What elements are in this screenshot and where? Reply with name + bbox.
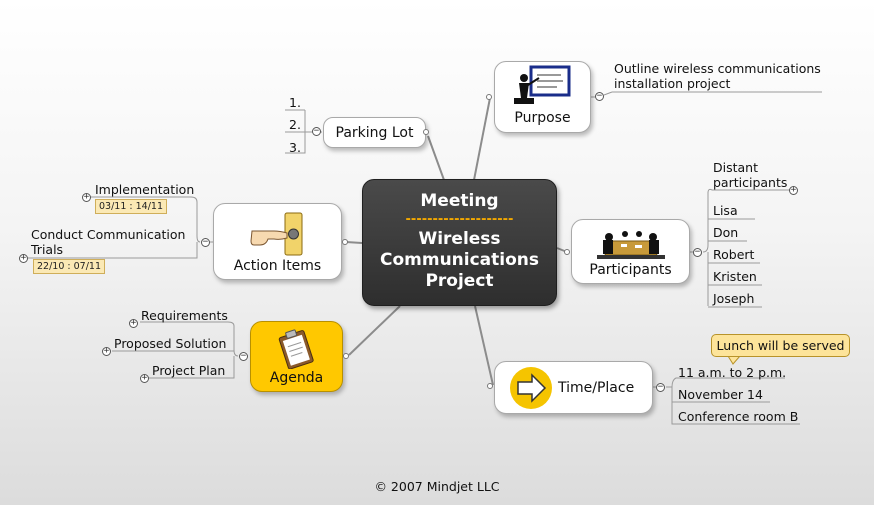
agenda-item-expand-toggle[interactable]: + <box>140 373 149 383</box>
action-item-expand-toggle[interactable]: + <box>19 253 28 263</box>
central-topic[interactable]: Meeting -------------------- Wireless Co… <box>362 179 557 306</box>
purpose-label: Purpose <box>514 110 571 126</box>
time-place-item[interactable]: November 14 <box>678 387 763 402</box>
parking-lot-collapse-toggle[interactable]: − <box>312 126 321 136</box>
task-date-range: 03/11 : 14/11 <box>95 199 167 214</box>
time-place-node[interactable]: Time/Place <box>494 361 653 414</box>
parking-lot-label: Parking Lot <box>335 124 414 141</box>
clipboard-icon <box>278 329 314 369</box>
time-place-label: Time/Place <box>558 379 635 396</box>
participant-item[interactable]: Robert <box>713 247 755 262</box>
agenda-item[interactable]: Proposed Solution <box>114 336 227 351</box>
agenda-item[interactable]: Requirements <box>141 308 228 323</box>
agenda-item-expand-toggle[interactable]: + <box>129 318 138 328</box>
time-place-item[interactable]: Conference room B <box>678 409 799 424</box>
agenda-collapse-toggle[interactable]: − <box>239 351 248 361</box>
parking-lot-item[interactable]: 2. <box>289 117 301 132</box>
arrow-right-icon <box>510 366 552 409</box>
central-title: Meeting <box>420 191 499 211</box>
participant-item[interactable]: Lisa <box>713 203 738 218</box>
action-items-label: Action Items <box>233 258 322 274</box>
central-subtitle: Wireless Communications Project <box>379 229 540 291</box>
time-place-connector-dot <box>487 383 493 389</box>
action-items-collapse-toggle[interactable]: − <box>201 237 210 247</box>
time-place-item[interactable]: 11 a.m. to 2 p.m. <box>678 365 787 380</box>
participants-connector-dot <box>564 249 570 255</box>
presentation-easel-icon <box>513 65 570 104</box>
participants-collapse-toggle[interactable]: − <box>693 247 702 257</box>
purpose-collapse-toggle[interactable]: − <box>595 91 604 101</box>
parking-lot-item[interactable]: 1. <box>289 95 301 110</box>
agenda-node[interactable]: Agenda <box>250 321 343 392</box>
purpose-connector-dot <box>486 94 492 100</box>
time-place-collapse-toggle[interactable]: − <box>656 382 665 392</box>
distant-participants-topic[interactable]: Distant participants <box>713 160 788 190</box>
parking-lot-node[interactable]: Parking Lot <box>323 117 426 148</box>
agenda-item-expand-toggle[interactable]: + <box>102 346 111 356</box>
agenda-connector-dot <box>343 353 349 359</box>
central-separator: -------------------- <box>405 213 514 227</box>
lunch-callout[interactable]: Lunch will be served <box>711 334 850 357</box>
action-item[interactable]: Conduct Communication Trials <box>31 227 186 257</box>
purpose-note[interactable]: Outline wireless communications installa… <box>614 61 821 91</box>
meeting-table-icon <box>596 231 665 259</box>
agenda-label: Agenda <box>269 370 324 386</box>
copyright-footer: © 2007 Mindjet LLC <box>374 479 500 494</box>
task-date-range: 22/10 : 07/11 <box>33 259 105 274</box>
purpose-node[interactable]: Purpose <box>494 61 591 133</box>
action-items-connector-dot <box>342 239 348 245</box>
action-item-expand-toggle[interactable]: + <box>82 192 91 202</box>
participant-item[interactable]: Kristen <box>713 269 757 284</box>
action-items-node[interactable]: Action Items <box>213 203 342 280</box>
participant-item[interactable]: Joseph <box>713 291 755 306</box>
participant-item[interactable]: Don <box>713 225 739 240</box>
parking-lot-connector-dot <box>423 129 429 135</box>
participants-label: Participants <box>589 262 672 278</box>
hand-pressing-button-icon <box>249 212 302 256</box>
parking-lot-item[interactable]: 3. <box>289 140 301 155</box>
participants-node[interactable]: Participants <box>571 219 690 284</box>
distant-participants-expand-toggle[interactable]: + <box>789 185 798 195</box>
action-item[interactable]: Implementation <box>95 182 195 197</box>
agenda-item[interactable]: Project Plan <box>152 363 226 378</box>
